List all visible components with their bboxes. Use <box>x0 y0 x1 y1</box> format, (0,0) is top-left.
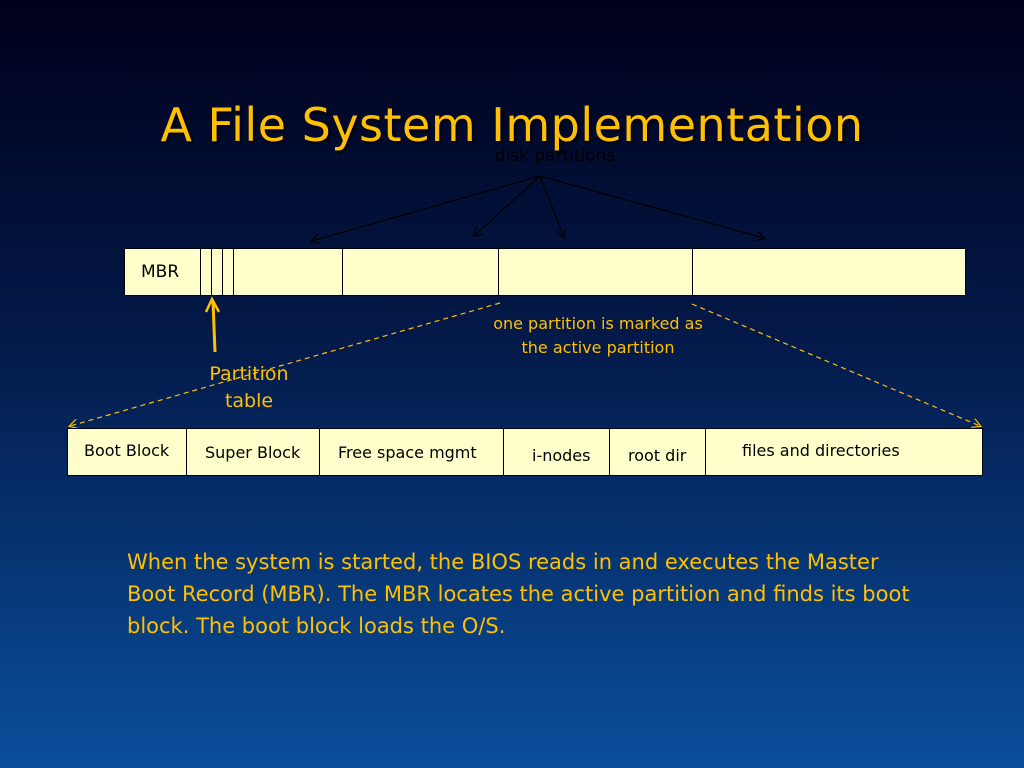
disk-partition-arrow-4 <box>539 175 764 238</box>
segment-files-and-directories: files and directories <box>742 441 900 460</box>
expansion-line-left <box>70 302 501 426</box>
slide-title: A File System Implementation <box>160 98 864 152</box>
segment-divider <box>319 429 320 475</box>
partition-bar: Boot Block Super Block Free space mgmt i… <box>67 428 983 476</box>
segment-divider <box>186 429 187 475</box>
disk-partition-arrow-3 <box>539 175 564 237</box>
segment-i-nodes: i-nodes <box>532 446 591 465</box>
partition-table-arrowhead <box>204 296 221 313</box>
segment-root-dir: root dir <box>628 446 687 465</box>
disk-partitions-label: disk partitions <box>494 146 616 166</box>
segment-divider <box>609 429 610 475</box>
partition-table-divider <box>233 249 234 295</box>
partition-table-divider <box>222 249 223 295</box>
body-text: When the system is started, the BIOS rea… <box>127 550 910 638</box>
disk-partition-divider <box>342 249 343 295</box>
segment-free-space-mgmt: Free space mgmt <box>338 443 477 462</box>
segment-boot-block: Boot Block <box>84 441 170 460</box>
mbr-label: MBR <box>141 262 180 282</box>
partition-table-label: Partition table <box>209 363 289 412</box>
segment-divider <box>705 429 706 475</box>
expansion-line-right <box>691 303 980 426</box>
disk-bar: MBR <box>124 248 966 296</box>
disk-partition-arrow-2 <box>474 175 541 236</box>
disk-partition-divider <box>692 249 693 295</box>
segment-divider <box>503 429 504 475</box>
partition-table-divider <box>211 249 212 295</box>
partition-table-divider <box>200 249 201 295</box>
disk-partition-arrow-1 <box>312 175 541 241</box>
partition-table-arrow <box>211 301 217 353</box>
disk-partition-divider <box>498 249 499 295</box>
segment-super-block: Super Block <box>205 443 301 462</box>
active-partition-note: one partition is marked as the active pa… <box>493 314 703 357</box>
